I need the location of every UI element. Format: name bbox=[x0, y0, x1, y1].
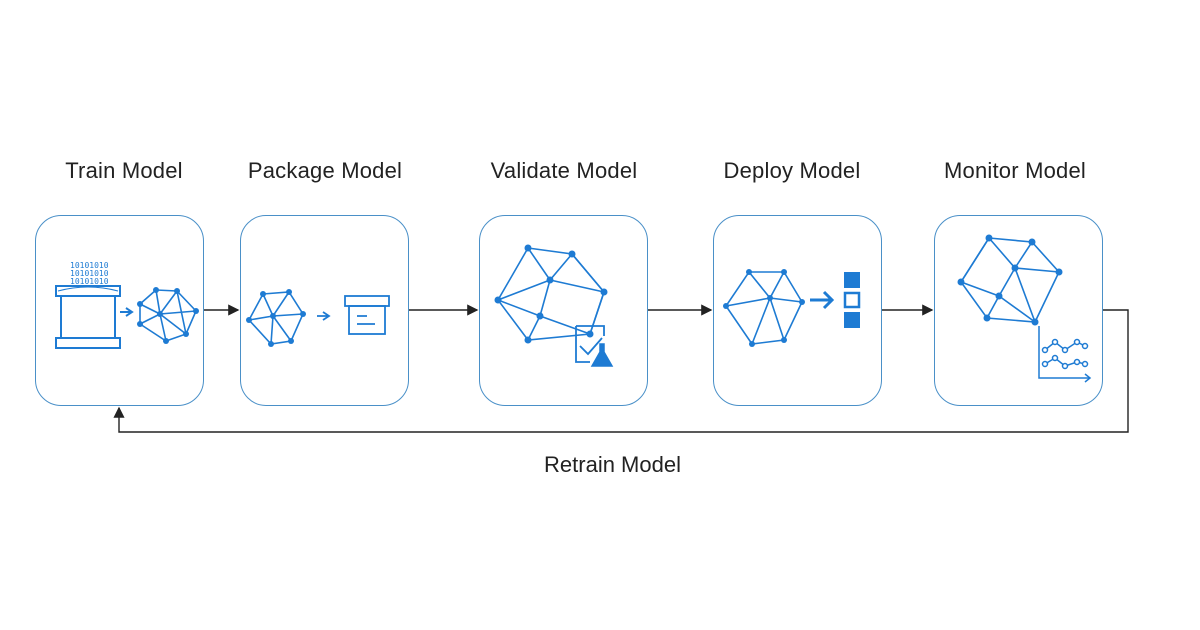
step-title-deploy: Deploy Model bbox=[723, 158, 861, 183]
step-box-package bbox=[240, 215, 409, 406]
step-box-validate bbox=[479, 215, 648, 406]
step-box-train: 10101010 10101010 10101010 bbox=[35, 215, 204, 406]
step-box-monitor bbox=[934, 215, 1103, 406]
binary-row-3: 10101010 bbox=[70, 277, 109, 286]
retrain-label: Retrain Model bbox=[544, 452, 681, 477]
step-box-deploy bbox=[713, 215, 882, 406]
step-title-package: Package Model bbox=[247, 158, 403, 183]
network-monitor-chart-icon bbox=[957, 234, 1092, 383]
database-to-network-icon: 10101010 10101010 10101010 bbox=[55, 261, 199, 349]
network-validation-icon bbox=[494, 244, 614, 367]
step-title-validate: Validate Model bbox=[490, 158, 638, 183]
step-title-monitor: Monitor Model bbox=[944, 158, 1086, 183]
arrow-retrain-loop bbox=[113, 309, 1129, 433]
binary-row-1: 10101010 bbox=[70, 261, 109, 270]
step-title-train: Train Model bbox=[65, 158, 183, 183]
network-to-package-icon bbox=[246, 289, 390, 347]
binary-row-2: 10101010 bbox=[70, 269, 109, 278]
network-deploy-icon bbox=[723, 269, 861, 347]
